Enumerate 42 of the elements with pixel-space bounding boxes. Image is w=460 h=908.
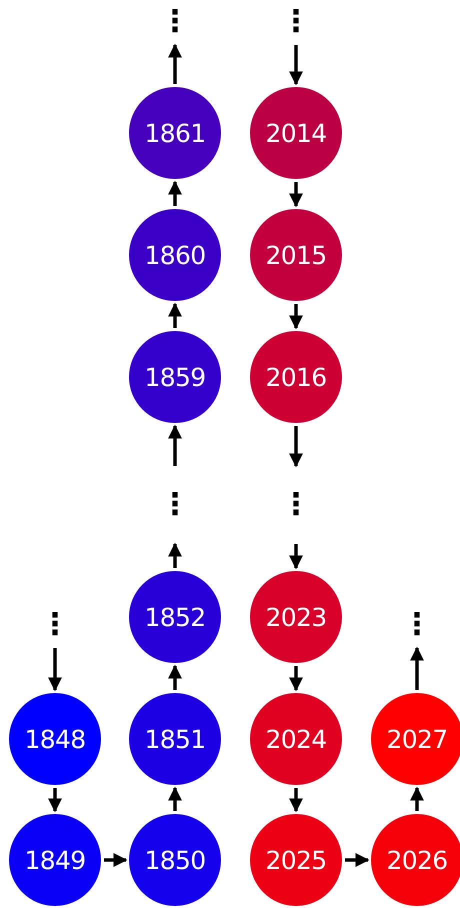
year-label: 2024: [265, 726, 327, 752]
ellipsis-text: ⋮: [281, 7, 311, 37]
arrow: [345, 853, 370, 867]
arrow: [289, 182, 303, 208]
arrow: [289, 666, 303, 692]
arrow: [48, 788, 62, 812]
arrow: [289, 544, 303, 570]
year-label: 2015: [265, 242, 327, 268]
arrow: [410, 646, 424, 690]
arrow: [168, 44, 182, 84]
ellipsis-text: ⋮: [281, 490, 311, 520]
year-label: 1851: [144, 726, 206, 752]
arrow: [289, 426, 303, 468]
ellipsis-text: ⋮: [160, 490, 190, 520]
year-label: 1860: [144, 242, 206, 268]
year-label: 2027: [386, 726, 448, 752]
ellipsis-text: ⋮: [40, 610, 70, 640]
year-label: 2026: [386, 848, 448, 872]
arrow: [168, 664, 182, 690]
year-label: 1849: [24, 848, 86, 872]
arrow: [289, 45, 303, 86]
year-label: 1848: [24, 726, 86, 752]
year-label: 2023: [265, 604, 327, 630]
arrow: [289, 304, 303, 330]
year-label: 1850: [144, 848, 206, 872]
arrow: [289, 788, 303, 812]
arrow: [48, 648, 62, 692]
year-label: 2016: [265, 364, 327, 390]
year-label: 1859: [144, 364, 206, 390]
arrow: [168, 786, 182, 811]
ellipsis-text: ⋮: [402, 610, 432, 640]
arrow: [410, 786, 424, 811]
year-label: 1852: [144, 604, 206, 630]
arrow: [168, 180, 182, 206]
arrow: [168, 302, 182, 328]
ellipsis-text: ⋮: [160, 7, 190, 37]
year-label: 2025: [265, 848, 327, 872]
year-label: 2014: [265, 120, 327, 146]
arrow: [168, 542, 182, 568]
year-label: 1861: [144, 120, 206, 146]
arrow: [104, 853, 128, 867]
arrow: [168, 424, 182, 466]
